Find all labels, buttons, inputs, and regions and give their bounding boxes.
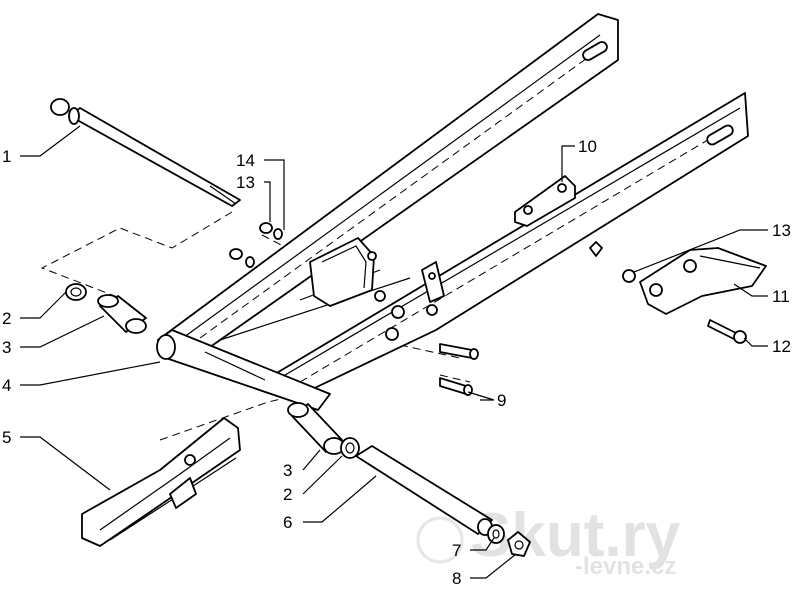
small-nuts-part-13-14 <box>229 222 283 268</box>
label-part-1: 1 <box>2 147 11 166</box>
long-bolt-part-1 <box>50 98 241 207</box>
callout-labels: 1 2 3 4 5 3 2 6 7 8 9 10 11 12 13 13 14 <box>2 137 791 588</box>
ring-part-2-upper <box>65 283 87 301</box>
label-part-8: 8 <box>452 569 461 588</box>
label-part-12: 12 <box>772 337 791 356</box>
chain-guard-part-5 <box>81 417 241 547</box>
label-part-3-lower: 3 <box>283 461 292 480</box>
swing-arm-frame <box>156 13 749 411</box>
label-part-13-left: 13 <box>236 173 255 192</box>
label-part-2-upper: 2 <box>2 309 11 328</box>
washer-part-7 <box>487 524 505 544</box>
bolts-part-9 <box>439 343 479 396</box>
bushing-part-3-lower <box>287 402 345 455</box>
label-part-5: 5 <box>2 428 11 447</box>
bushing-part-3-upper <box>97 294 147 334</box>
label-part-6: 6 <box>283 513 292 532</box>
label-part-9: 9 <box>497 391 506 410</box>
screw-part-12 <box>707 319 747 344</box>
watermark-brand: Skut.ry <box>470 501 681 570</box>
nut-part-13-right <box>622 269 636 283</box>
label-part-10: 10 <box>578 137 597 156</box>
watermark: Skut.ry -levne.cz <box>416 501 681 580</box>
label-part-3-upper: 3 <box>2 338 11 357</box>
axle-sleeve-part-6 <box>355 445 493 536</box>
ring-part-2-lower <box>340 437 360 459</box>
leader-lines <box>20 125 768 579</box>
watermark-sub: -levne.cz <box>575 553 676 580</box>
cover-plate-part-11 <box>639 247 767 315</box>
label-part-14: 14 <box>236 151 255 170</box>
label-part-13-right: 13 <box>772 221 791 240</box>
label-part-4: 4 <box>2 376 11 395</box>
nut-part-8 <box>507 531 531 557</box>
label-part-7: 7 <box>452 541 461 560</box>
label-part-11: 11 <box>772 287 790 306</box>
label-part-2-lower: 2 <box>283 485 292 504</box>
scooter-logo-icon <box>416 516 464 564</box>
